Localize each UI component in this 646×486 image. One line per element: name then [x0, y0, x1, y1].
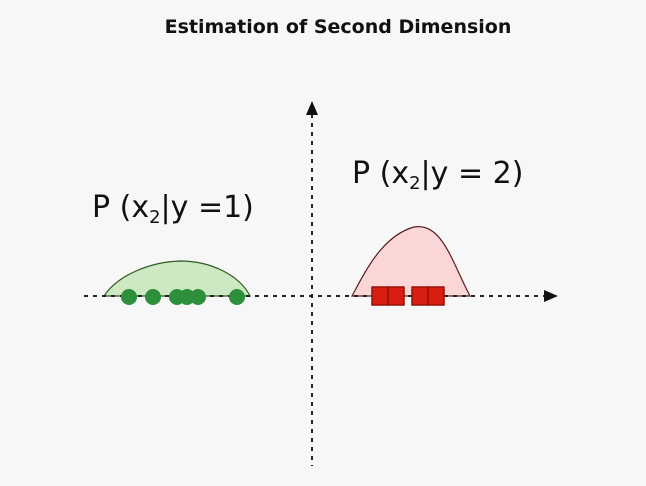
class2-label-prefix: P (x — [352, 156, 410, 191]
class2-points — [371, 286, 445, 306]
class1-label-suffix: |y =1) — [160, 190, 254, 225]
class1-point — [229, 289, 245, 305]
class1-point — [121, 289, 137, 305]
y-axis-arrow-icon — [306, 101, 318, 115]
class2-point — [387, 286, 405, 306]
class1-point — [145, 289, 161, 305]
class2-label-subscript: 2 — [409, 173, 421, 194]
class1-label-subscript: 2 — [149, 207, 161, 228]
class1-probability-label: P (x2|y =1) — [92, 190, 254, 228]
class1-label-prefix: P (x — [92, 190, 150, 225]
class1-points — [121, 289, 245, 305]
class2-point — [427, 286, 445, 306]
class2-distribution-curve — [350, 226, 471, 297]
class2-label-suffix: |y = 2) — [420, 156, 524, 191]
x-axis-arrow-icon — [544, 290, 558, 302]
class1-point — [190, 289, 206, 305]
class2-probability-label: P (x2|y = 2) — [352, 156, 523, 194]
class1-distribution-curve — [102, 260, 251, 297]
diagram-title: Estimation of Second Dimension — [164, 16, 512, 38]
class1-point — [179, 289, 195, 305]
class2-point — [411, 286, 429, 306]
class2-point — [371, 286, 389, 306]
